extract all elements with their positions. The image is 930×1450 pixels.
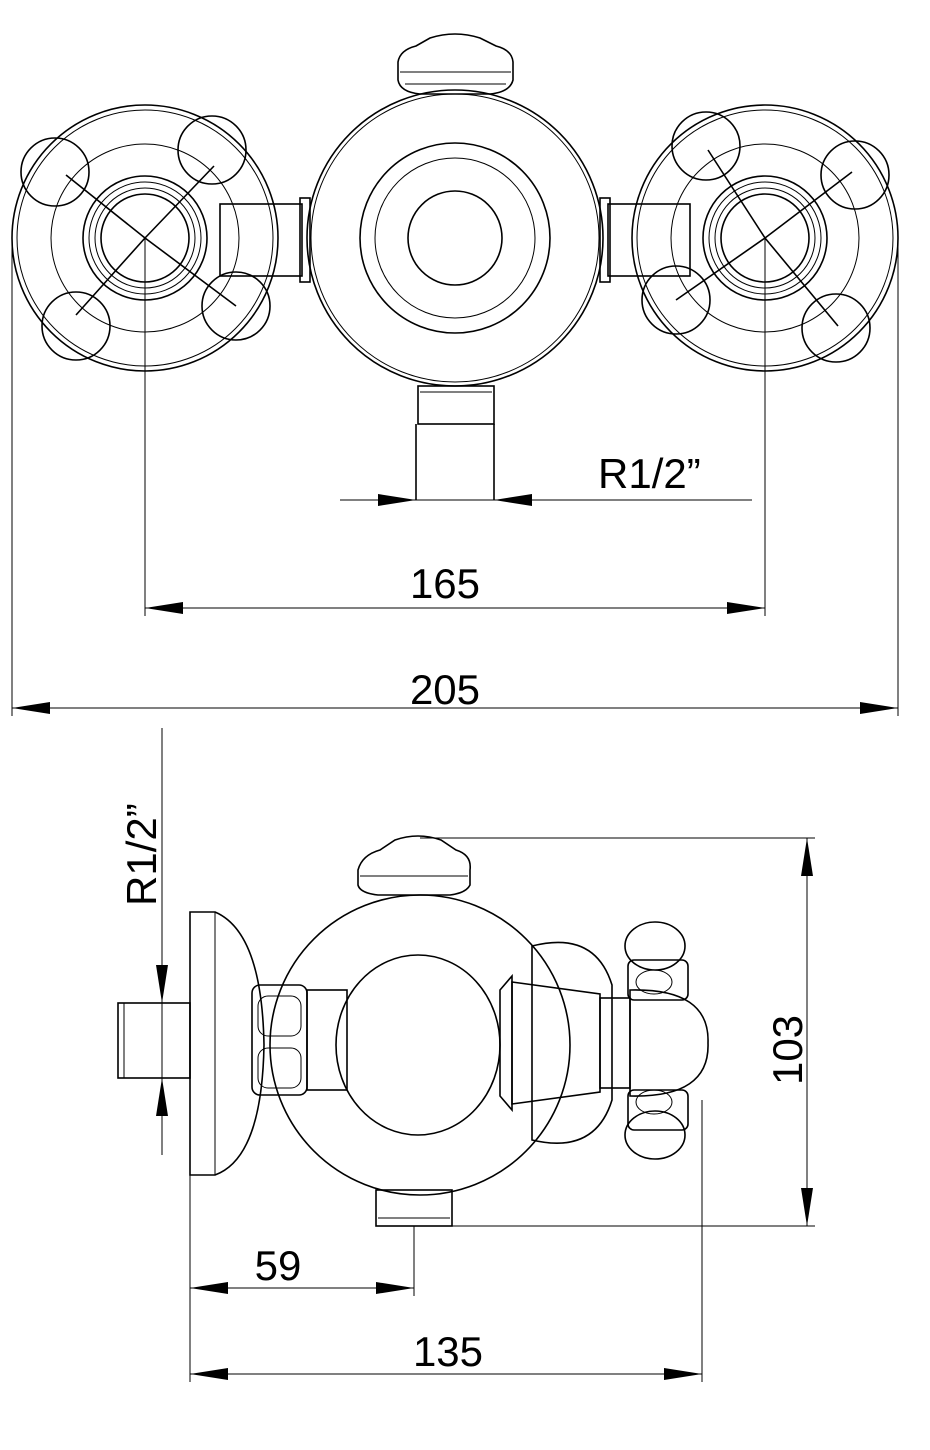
central-body: [306, 89, 604, 387]
thread-label-top: R1/2”: [598, 450, 701, 497]
side-valve-bonnet: [499, 941, 709, 1144]
dimension-overall-width: 205: [11, 238, 899, 716]
wall-flange: [189, 911, 265, 1176]
top-cap: [397, 33, 514, 95]
dimension-overall-depth: 135: [190, 1100, 703, 1382]
outlet-depth-label: 59: [255, 1242, 302, 1289]
side-inlet-pipe: [117, 1002, 191, 1079]
overall-width-label: 205: [410, 666, 480, 713]
side-top-cap: [357, 835, 472, 896]
side-body-inner: [335, 954, 501, 1136]
dimension-thread-side: R1/2”: [118, 728, 168, 1155]
side-view: R1/2” 103 59 135: [117, 728, 815, 1382]
connection-nut: [251, 984, 348, 1096]
connector-arms: [219, 197, 691, 283]
height-dimension-label: 103: [764, 1015, 811, 1085]
dimension-height: 103: [420, 837, 815, 1227]
side-handle: [624, 921, 689, 1160]
top-view: R1/2” 165 205: [11, 33, 899, 716]
overall-depth-label: 135: [413, 1328, 483, 1375]
dimension-outlet-depth: 59: [189, 1175, 415, 1382]
thread-label-side: R1/2”: [118, 803, 165, 906]
dimension-centers: 165: [144, 238, 766, 616]
centers-dimension-label: 165: [410, 560, 480, 607]
side-body-sphere: [269, 894, 571, 1196]
dimension-thread-top: R1/2”: [340, 450, 752, 506]
outlet-pipe: [415, 385, 495, 500]
